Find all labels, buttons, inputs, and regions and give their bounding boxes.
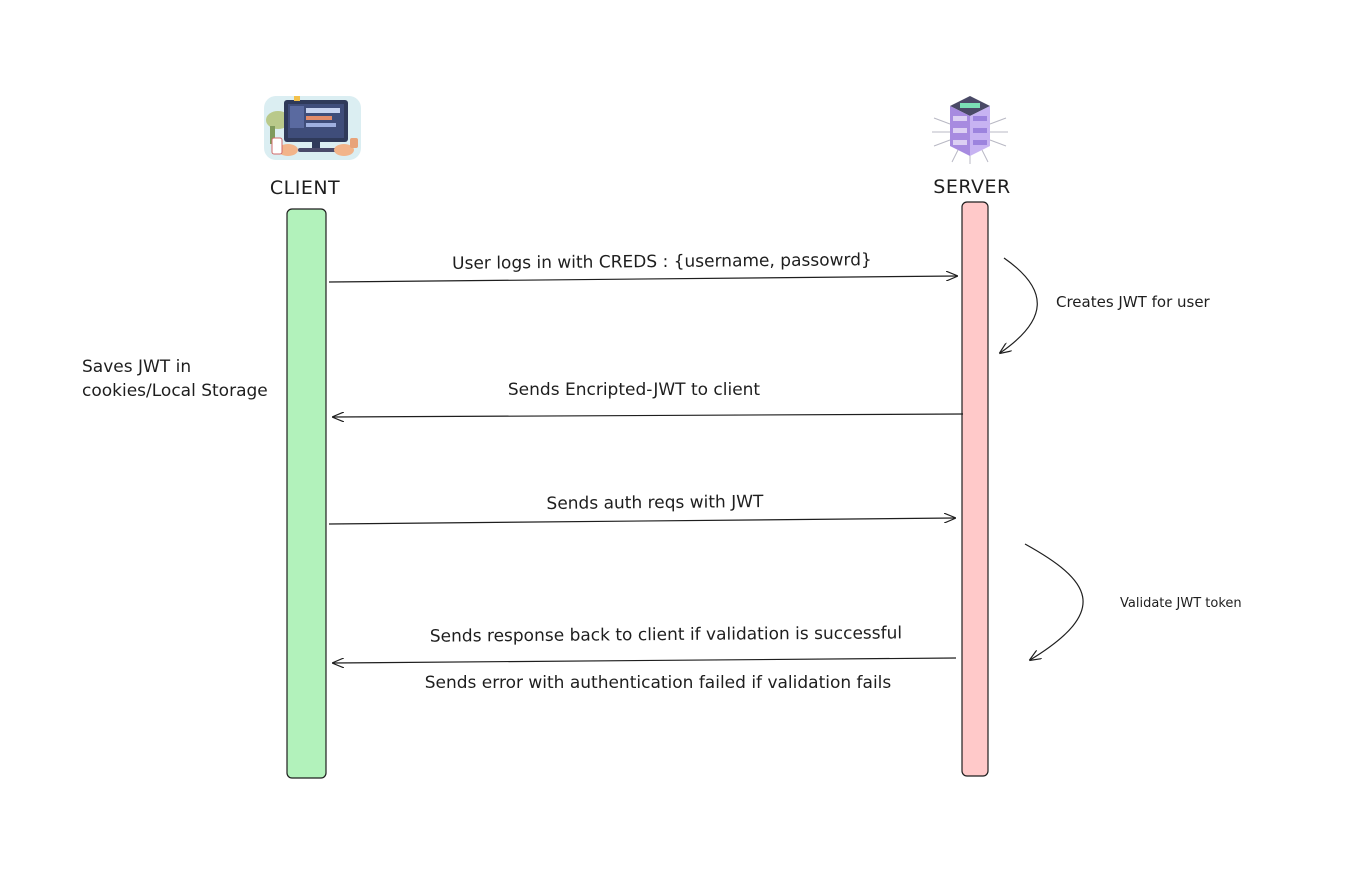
message-label-login: User logs in with CREDS : {username, pas… xyxy=(452,250,872,274)
note-validate-jwt: Validate JWT token xyxy=(1120,596,1242,611)
note-save-jwt-line2: cookies/Local Storage xyxy=(82,381,268,401)
client-lifeline xyxy=(286,208,327,779)
self-arrow-validate-jwt xyxy=(1024,543,1084,660)
server-rack-icon xyxy=(932,96,1008,164)
developer-at-desk-icon xyxy=(264,96,361,160)
self-arrow-create-jwt xyxy=(1000,257,1038,353)
message-label-send-jwt: Sends Encripted-JWT to client xyxy=(508,380,761,400)
message-arrow-auth-request xyxy=(328,518,955,525)
client-label: CLIENT xyxy=(270,177,340,199)
message-label-auth-request: Sends auth reqs with JWT xyxy=(546,492,764,514)
server-label: SERVER xyxy=(933,176,1010,198)
message-arrow-send-jwt xyxy=(333,414,964,417)
server-lifeline xyxy=(961,201,989,777)
note-error-response: Sends error with authentication failed i… xyxy=(425,673,892,693)
note-create-jwt: Creates JWT for user xyxy=(1056,293,1211,311)
message-arrow-login xyxy=(328,276,957,283)
message-label-response: Sends response back to client if validat… xyxy=(430,623,902,646)
message-arrow-response xyxy=(333,657,957,663)
note-save-jwt-line1: Saves JWT in xyxy=(82,357,191,377)
